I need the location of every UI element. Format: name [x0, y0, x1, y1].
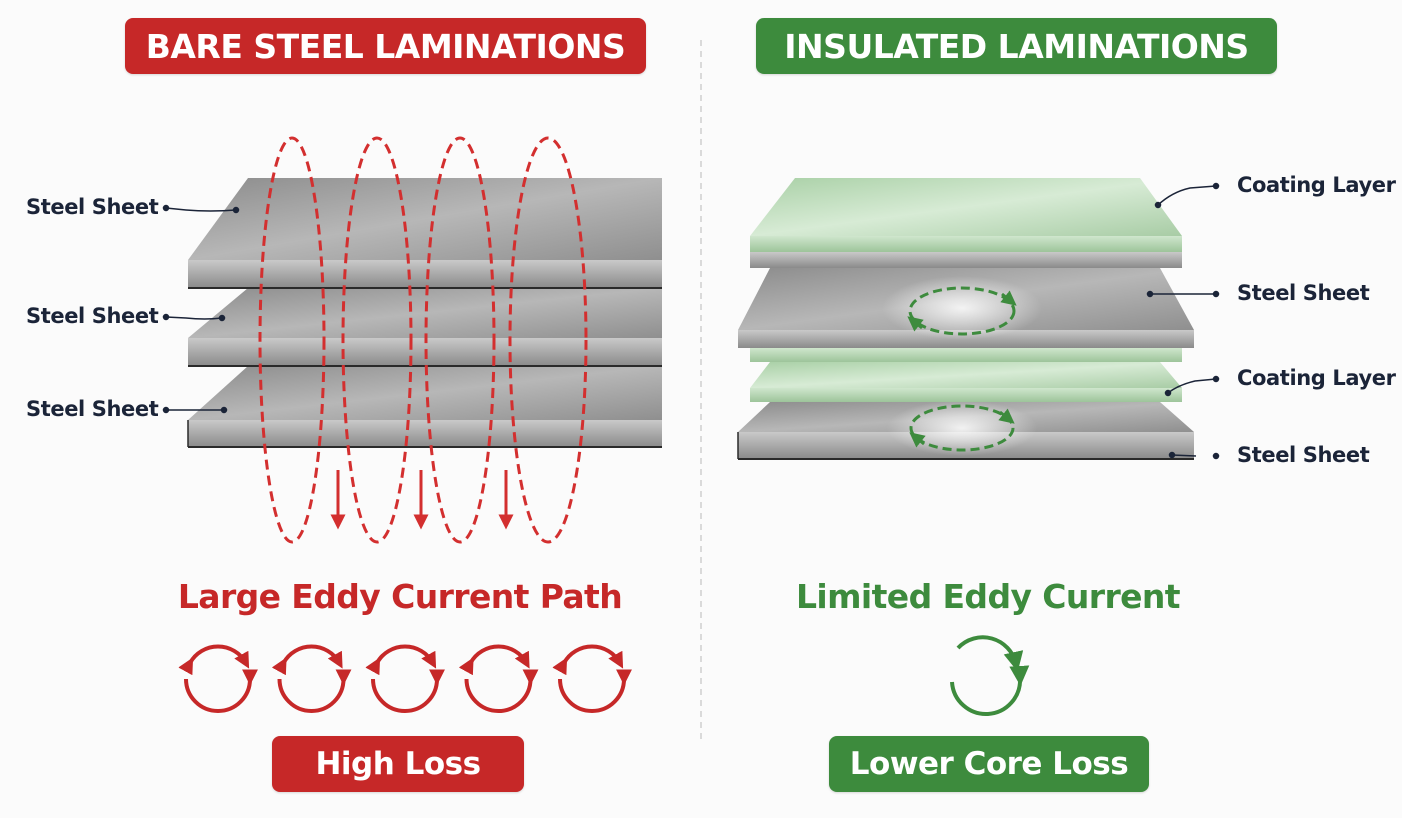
steel-sheet-top: [188, 178, 662, 289]
eddy-arrow: [1000, 290, 1017, 306]
bare-steel-title: BARE STEEL LAMINATIONS: [125, 18, 646, 74]
left-label-steel-sheet-1: Steel Sheet: [26, 195, 159, 219]
coating-layer-lower: [750, 362, 1182, 402]
insulated-stack: [737, 178, 1194, 460]
left-label-leaders: [162, 204, 240, 414]
eddy-loop: [258, 136, 326, 544]
limited-eddy-caption: Limited Eddy Current: [795, 577, 1181, 616]
steel-sheet-bottom-right: [737, 400, 1194, 460]
steel-sheet-middle: [188, 288, 662, 367]
eddy-arrow: [909, 432, 926, 448]
coating-layer-upper: [750, 178, 1182, 268]
eddy-loop: [508, 136, 588, 544]
circular-arrows-icon: [178, 644, 259, 713]
circular-arrows-icon: [458, 644, 539, 713]
bare-steel-stack: [187, 178, 662, 448]
eddy-arrow: [998, 408, 1015, 424]
eddy-arrow: [907, 316, 924, 332]
eddy-loop: [909, 404, 1015, 452]
high-loss-badge: High Loss: [272, 736, 524, 792]
right-label-leaders: [1146, 182, 1220, 460]
steel-sheet-upper-right: [738, 268, 1194, 362]
steel-sheet-bottom: [187, 366, 662, 448]
circular-arrows-icon: [365, 644, 446, 713]
right-label-coating-layer-2: Coating Layer: [1237, 366, 1396, 390]
high-loss-cycle-icons: [178, 644, 633, 713]
lower-core-loss-badge: Lower Core Loss: [829, 736, 1149, 792]
circular-arrows-icon: [552, 644, 633, 713]
large-eddy-caption: Large Eddy Current Path: [177, 577, 623, 616]
eddy-loop: [424, 136, 496, 544]
right-label-steel-sheet-2: Steel Sheet: [1237, 443, 1370, 467]
left-label-steel-sheet-3: Steel Sheet: [26, 397, 159, 421]
limited-eddy-current-loops: [907, 286, 1017, 452]
eddy-loop: [908, 286, 1016, 336]
left-label-steel-sheet-2: Steel Sheet: [26, 304, 159, 328]
large-eddy-current-loops: [258, 136, 588, 544]
eddy-loop: [341, 136, 413, 544]
insulated-title: INSULATED LAMINATIONS: [756, 18, 1277, 74]
circular-arrow-icon: [950, 635, 1030, 717]
right-label-steel-sheet-1: Steel Sheet: [1237, 281, 1370, 305]
right-label-coating-layer-1: Coating Layer: [1237, 173, 1396, 197]
circular-arrows-icon: [271, 644, 352, 713]
